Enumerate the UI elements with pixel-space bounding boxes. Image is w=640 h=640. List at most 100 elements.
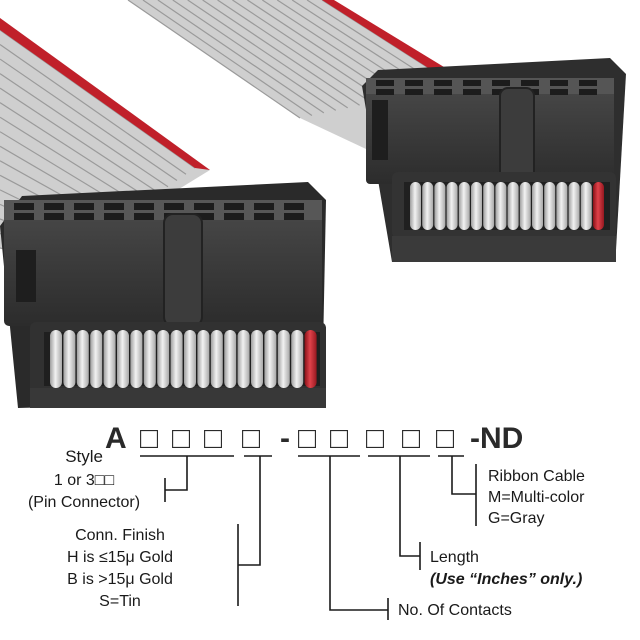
wire-loop <box>544 182 556 230</box>
wire-loop <box>237 330 250 388</box>
wire-loop <box>251 330 263 388</box>
contact-slot <box>224 213 244 220</box>
wire-loop <box>103 330 116 388</box>
cable-stripe <box>0 44 187 175</box>
label-style: Style <box>65 447 103 466</box>
cable-stripe <box>127 0 301 119</box>
cable-stripe <box>0 58 178 182</box>
wire-loop <box>434 182 446 230</box>
part-number-box-6: □ <box>330 422 349 455</box>
contact-slot <box>550 80 568 86</box>
contact-slot <box>376 89 394 95</box>
wire-loop <box>264 330 277 388</box>
leader-finish <box>238 456 261 566</box>
wire-loop <box>184 330 196 388</box>
label-multi-color: M=Multi-color <box>488 489 585 506</box>
option-labels: Style 1 or 3□□ (Pin Connector) Conn. Fin… <box>28 447 585 619</box>
label-contacts: No. Of Contacts <box>398 602 512 619</box>
contact-slot <box>405 89 423 95</box>
wire-loop <box>422 182 434 230</box>
label-gray: G=Gray <box>488 510 544 527</box>
wire-loop <box>458 182 470 230</box>
wire-loop <box>410 182 421 230</box>
leader-length <box>399 456 420 557</box>
label-finish-b: B is >15μ Gold <box>67 571 173 588</box>
part-number-suffix: -ND <box>470 422 523 455</box>
cable-stripe <box>0 116 142 207</box>
wire-loop <box>76 330 89 388</box>
contact-slot <box>463 80 481 86</box>
wire-loop <box>277 330 290 388</box>
part-number-separator: - <box>280 422 290 455</box>
wire-loop <box>170 330 183 388</box>
part-number-box-5: □ <box>298 422 317 455</box>
cable-stripe <box>0 102 151 200</box>
part-number-box-8: □ <box>402 422 421 455</box>
cable-stripe <box>142 0 313 116</box>
cable-stripe <box>217 0 372 104</box>
label-conn-finish: Conn. Finish <box>75 527 165 544</box>
label-pin-connector-1: 1 or 3□□ <box>54 472 115 489</box>
contact-slot <box>224 203 244 210</box>
part-number-box-1: □ <box>140 422 159 455</box>
contact-slot <box>579 80 597 86</box>
wire-loop <box>224 330 237 388</box>
label-finish-h: H is ≤15μ Gold <box>67 549 173 566</box>
part-number-box-4: □ <box>242 422 261 455</box>
label-length-note: (Use “Inches” only.) <box>430 571 582 588</box>
part-number-box-2: □ <box>172 422 191 455</box>
contact-slot <box>134 213 154 220</box>
wire-loop <box>532 182 543 230</box>
contact-slot <box>194 213 214 220</box>
contact-slot <box>521 80 539 86</box>
leader-style <box>165 456 188 491</box>
leader-lines <box>140 455 477 620</box>
cable-stripe <box>232 0 384 101</box>
cable-stripe <box>172 0 337 111</box>
wire-loop <box>568 182 580 230</box>
contact-slot <box>14 203 34 210</box>
contact-slot <box>14 213 34 220</box>
contact-slot <box>194 203 214 210</box>
wire-loop <box>519 182 531 230</box>
cable-stripe <box>202 0 360 106</box>
contact-slot <box>434 89 452 95</box>
contact-slot <box>134 203 154 210</box>
wire-loop <box>495 182 507 230</box>
wire-loop-red <box>304 330 317 388</box>
contact-slot <box>284 203 304 210</box>
contact-slot <box>376 80 394 86</box>
wire-loop <box>143 330 156 388</box>
product-image <box>0 0 626 408</box>
wire-loop <box>197 330 210 388</box>
part-number: A □ □ □ □ - □ □ □ □ □ -ND <box>105 422 523 455</box>
wire-loop <box>90 330 103 388</box>
cable-stripe <box>0 87 160 194</box>
label-length: Length <box>430 549 479 566</box>
wire-loop-red <box>593 182 604 230</box>
wire-loop <box>117 330 129 388</box>
wire-loop <box>63 330 76 388</box>
wire-loop <box>291 330 304 388</box>
contact-slot <box>579 89 597 95</box>
part-number-box-7: □ <box>366 422 385 455</box>
contact-slot <box>164 203 184 210</box>
contact-slot <box>44 203 64 210</box>
part-number-box-3: □ <box>204 422 223 455</box>
wire-loop <box>483 182 495 230</box>
cable-stripe <box>157 0 325 114</box>
label-ribbon-cable: Ribbon Cable <box>488 468 585 485</box>
label-pin-connector-2: (Pin Connector) <box>28 494 140 511</box>
contact-slot <box>104 203 124 210</box>
wire-loop <box>210 330 223 388</box>
contact-slot <box>284 213 304 220</box>
contact-slot <box>434 80 452 86</box>
wire-loop <box>130 330 143 388</box>
wire-loop <box>446 182 458 230</box>
label-finish-s: S=Tin <box>99 593 141 610</box>
wire-loop <box>507 182 519 230</box>
wire-loop <box>580 182 592 230</box>
wire-loop <box>50 330 62 388</box>
contact-slot <box>74 203 94 210</box>
